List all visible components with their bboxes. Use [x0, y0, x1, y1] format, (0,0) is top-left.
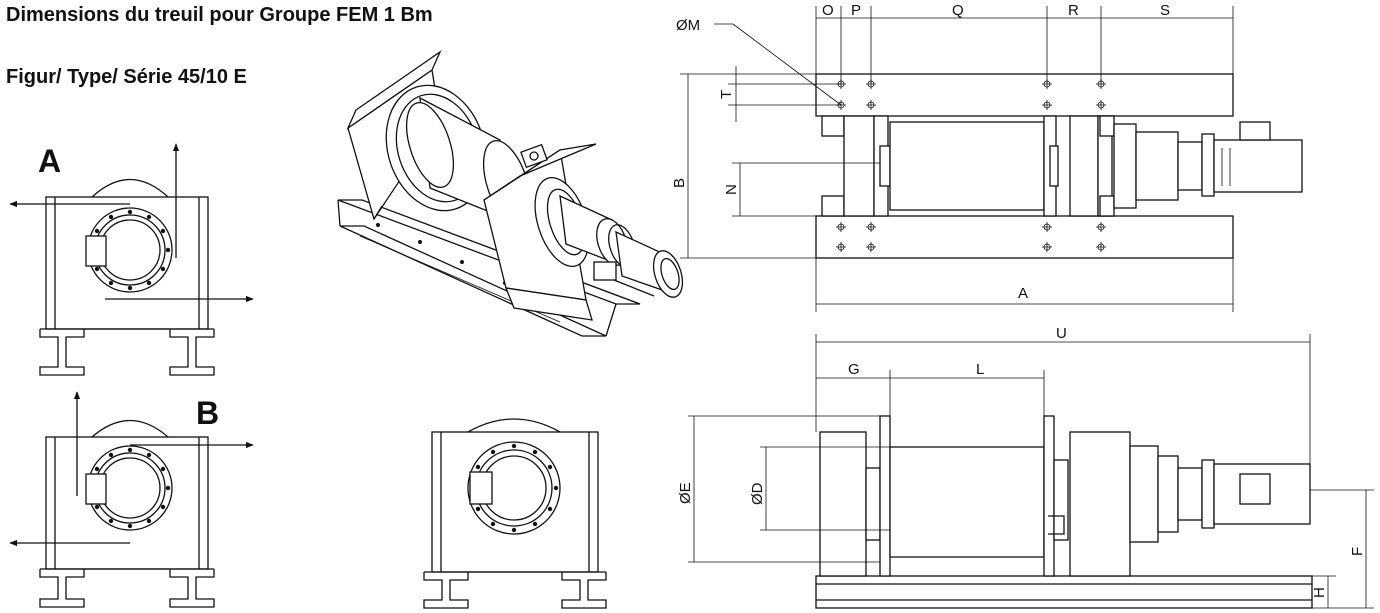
view-label-b: B [196, 395, 219, 431]
drawing-title: Dimensions du treuil pour Groupe FEM 1 B… [6, 4, 433, 26]
drum-dome [467, 418, 561, 433]
mount-view-a: A [9, 143, 254, 376]
dim-label-q: Q [952, 2, 964, 19]
isometric-view [337, 50, 684, 337]
side-view [815, 415, 1313, 609]
dim-label-f: F [1349, 547, 1366, 556]
front-view [423, 418, 607, 609]
upper-rail [815, 73, 1234, 117]
dim-label-m: ØM [676, 17, 700, 34]
drum [889, 121, 1045, 211]
drum-dome [91, 178, 169, 198]
dim-label-r: R [1068, 2, 1079, 19]
dim-label-o: O [822, 2, 834, 19]
lower-rail [815, 215, 1234, 259]
top-view [815, 73, 1303, 259]
drum-dome [91, 419, 169, 438]
dim-label-a: A [1018, 285, 1028, 302]
drawing-subtitle: Figur/ Type/ Série 45/10 E [6, 66, 247, 88]
dim-label-p: P [851, 2, 861, 19]
dim-label-e: ØE [677, 482, 694, 504]
view-label-a: A [38, 143, 61, 179]
dim-label-s: S [1160, 2, 1170, 19]
frame-outline [45, 196, 209, 330]
dim-label-u: U [1056, 325, 1067, 342]
mount-view-b: B [9, 391, 254, 608]
base-frame [815, 575, 1313, 609]
dim-label-g: G [848, 361, 860, 378]
dimension-labels: O P Q R S ØM T B N A U G L ØE ØD F H [671, 2, 1366, 598]
drum [889, 446, 1045, 558]
motor [1213, 139, 1303, 193]
dim-label-h: H [1311, 587, 1328, 598]
frame-outline [45, 436, 209, 570]
dim-label-d: ØD [749, 482, 766, 505]
dim-label-b: B [671, 178, 688, 188]
dim-label-l: L [976, 361, 984, 378]
dim-label-n: N [723, 184, 740, 195]
dim-label-t: T [718, 90, 735, 99]
dimension-lines [680, 6, 1374, 609]
